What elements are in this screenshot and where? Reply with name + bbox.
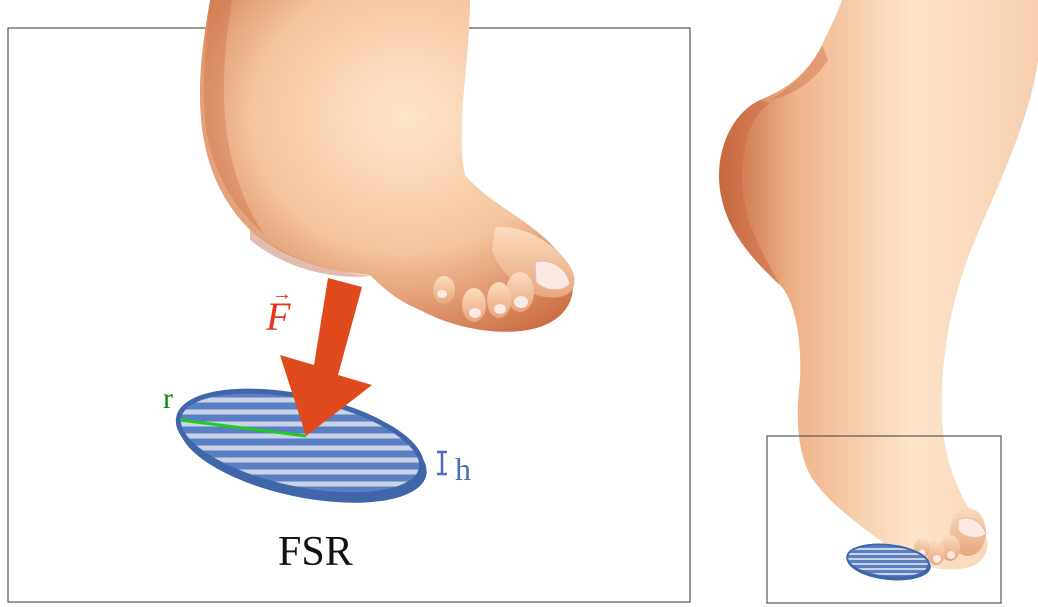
force-label: F: [265, 294, 291, 339]
height-marker: [437, 452, 447, 474]
foot-pressing-icon: [200, 0, 574, 332]
height-label: h: [455, 451, 471, 487]
radius-label: r: [163, 382, 173, 415]
toe: [433, 276, 455, 304]
sensor-label: FSR: [278, 529, 353, 575]
